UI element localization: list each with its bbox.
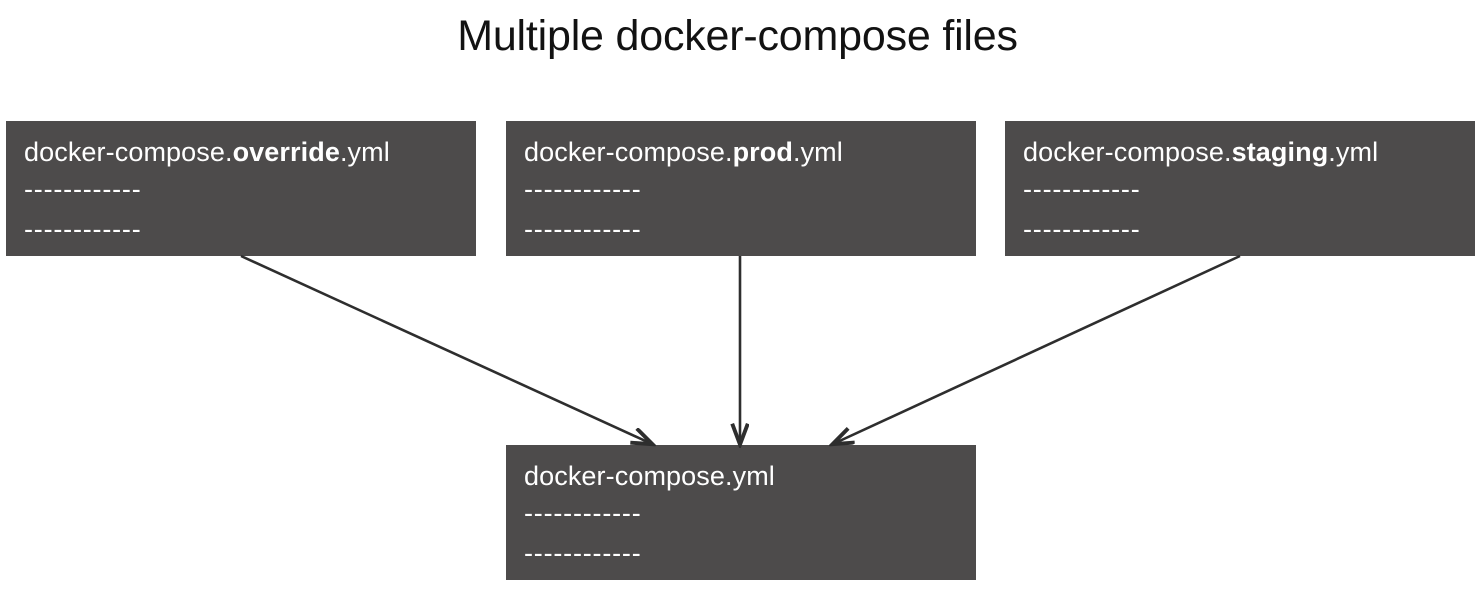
file-box-base[interactable]: docker-compose.yml ------------ --------… xyxy=(506,445,976,580)
arrow-staging-to-base xyxy=(833,254,1241,444)
file-name-base-prefix: docker-compose.yml xyxy=(524,461,775,491)
file-name-staging-suffix: .yml xyxy=(1328,137,1379,167)
file-content-line-2: ------------ xyxy=(524,538,642,568)
file-name-staging-emphasis: staging xyxy=(1231,137,1329,167)
file-name-override-prefix: docker-compose. xyxy=(24,137,233,167)
file-name-prod-emphasis: prod xyxy=(732,137,793,167)
page-title: Multiple docker-compose files xyxy=(457,12,1018,60)
file-name-override: docker-compose.override.yml xyxy=(24,135,476,169)
file-name-prod-prefix: docker-compose. xyxy=(524,137,733,167)
file-content-line-1: ------------ xyxy=(1023,174,1141,204)
file-content-line-1: ------------ xyxy=(24,174,142,204)
file-content-line-1: ------------ xyxy=(524,174,642,204)
file-name-prod-suffix: .yml xyxy=(792,137,843,167)
arrow-override-to-base xyxy=(240,254,652,444)
file-content-line-2: ------------ xyxy=(1023,214,1141,244)
file-name-base: docker-compose.yml xyxy=(524,459,976,493)
file-box-override[interactable]: docker-compose.override.yml ------------… xyxy=(6,121,476,256)
file-box-staging[interactable]: docker-compose.staging.yml ------------ … xyxy=(1005,121,1475,256)
file-box-prod[interactable]: docker-compose.prod.yml ------------ ---… xyxy=(506,121,976,256)
file-content-line-2: ------------ xyxy=(524,214,642,244)
file-name-staging: docker-compose.staging.yml xyxy=(1023,135,1475,169)
file-name-prod: docker-compose.prod.yml xyxy=(524,135,976,169)
file-content-line-1: ------------ xyxy=(524,498,642,528)
file-content-line-2: ------------ xyxy=(24,214,142,244)
file-name-override-emphasis: override xyxy=(232,137,340,167)
file-name-override-suffix: .yml xyxy=(339,137,390,167)
file-name-staging-prefix: docker-compose. xyxy=(1023,137,1232,167)
